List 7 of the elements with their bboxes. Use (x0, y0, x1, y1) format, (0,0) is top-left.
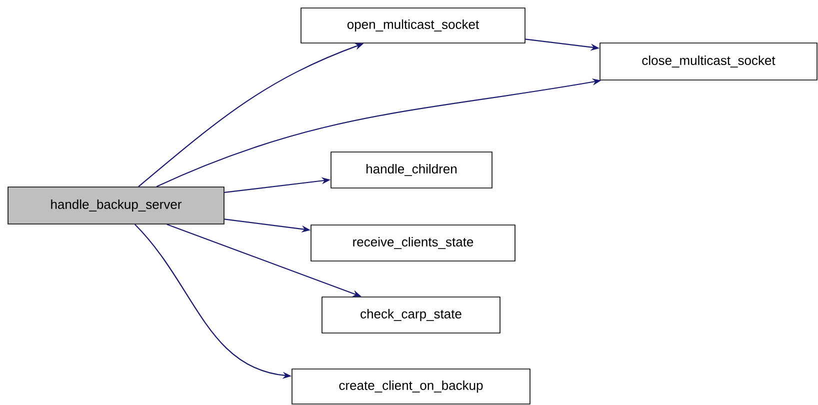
function-box: check_carp_state (322, 296, 500, 334)
function-box: create_client_on_backup (292, 368, 530, 404)
function-box: handle_backup_server (8, 186, 224, 224)
function-box: handle_children (330, 152, 492, 188)
function-box: open_multicast_socket (300, 8, 526, 44)
function-box: close_multicast_socket (600, 42, 818, 80)
function-box: receive_clients_state (310, 224, 516, 262)
